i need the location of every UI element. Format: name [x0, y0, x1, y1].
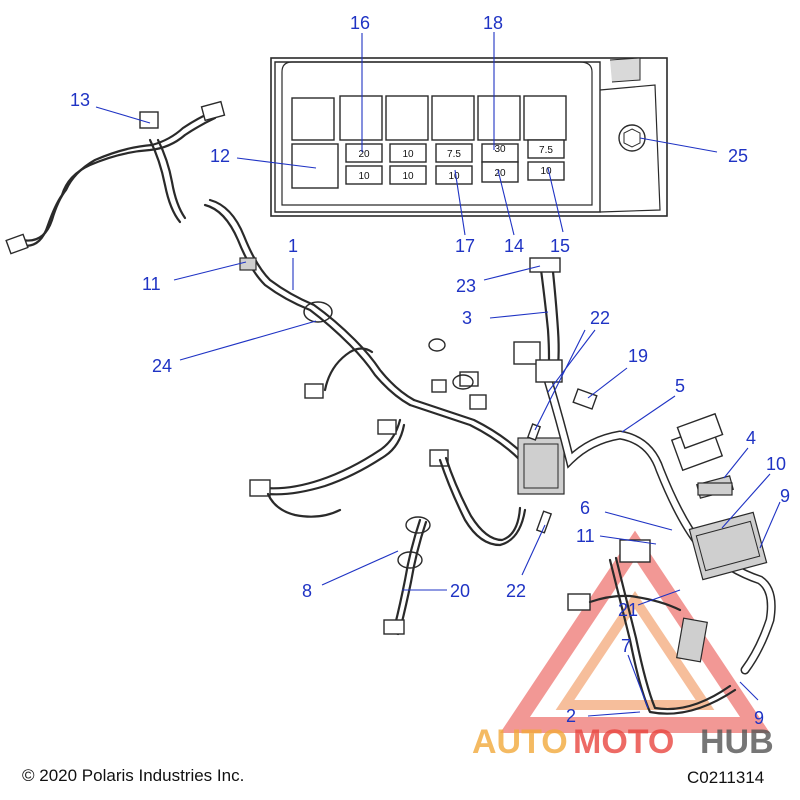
fuse-label: 7.5 [447, 149, 461, 160]
callout-9-lower: 9 [754, 708, 764, 728]
callout-16: 16 [350, 13, 370, 33]
fuse-grid: 20 10 7.5 30 7.5 10 10 10 20 10 [345, 139, 565, 185]
fuse-cover-icon [676, 412, 724, 450]
watermark-moto: MOTO [573, 723, 674, 761]
callout-3: 3 [462, 308, 472, 328]
callout-15: 15 [550, 236, 570, 256]
fuse-label: 20 [494, 168, 506, 179]
callout-6: 6 [580, 498, 590, 518]
callout-13: 13 [70, 90, 90, 110]
callout-11: 11 [142, 274, 161, 294]
fuse-label: 10 [402, 171, 414, 182]
callout-5: 5 [675, 376, 685, 396]
callout-22-lower: 22 [506, 581, 526, 601]
callout-7: 7 [621, 636, 631, 656]
fuse-label: 10 [448, 171, 460, 182]
copyright-text: © 2020 Polaris Industries Inc. [22, 766, 244, 785]
fuse-strip-icon [697, 482, 733, 496]
callout-23: 23 [456, 276, 476, 296]
callout-22: 22 [590, 308, 610, 328]
callout-25: 25 [728, 146, 748, 166]
fuse-box-inset: 20 10 7.5 30 7.5 10 10 10 20 10 [270, 57, 668, 217]
callout-18: 18 [483, 13, 503, 33]
relay-row [291, 95, 567, 189]
callout-19: 19 [628, 346, 648, 366]
fuse-label: 30 [494, 144, 506, 155]
watermark-auto: AUTO [472, 723, 568, 761]
callout-labels: 13 12 11 1 24 16 18 17 14 15 25 23 3 22 … [70, 13, 790, 728]
callout-12: 12 [210, 146, 230, 166]
callout-17: 17 [455, 236, 475, 256]
callout-10: 10 [766, 454, 786, 474]
watermark-hub: HUB [700, 723, 774, 761]
callout-21: 21 [618, 600, 638, 620]
fuse-label: 7.5 [539, 145, 553, 156]
callout-14: 14 [504, 236, 524, 256]
harness-drawing [5, 100, 776, 715]
callout-11-lower: 11 [576, 526, 595, 546]
callout-2: 2 [566, 706, 576, 726]
callout-8: 8 [302, 581, 312, 601]
fuse-label: 20 [358, 149, 370, 160]
fuse-label: 10 [402, 149, 414, 160]
bolt-icon [618, 124, 646, 152]
callout-20: 20 [450, 581, 470, 601]
callout-24: 24 [152, 356, 172, 376]
leader-lines [95, 32, 781, 717]
callout-4: 4 [746, 428, 756, 448]
fuse-label: 10 [358, 171, 370, 182]
watermark-text: AUTO MOTO HUB [472, 723, 774, 761]
callout-1: 1 [288, 236, 298, 256]
callout-9: 9 [780, 486, 790, 506]
part-code: C0211314 [687, 768, 764, 787]
fuse-label: 10 [540, 166, 552, 177]
